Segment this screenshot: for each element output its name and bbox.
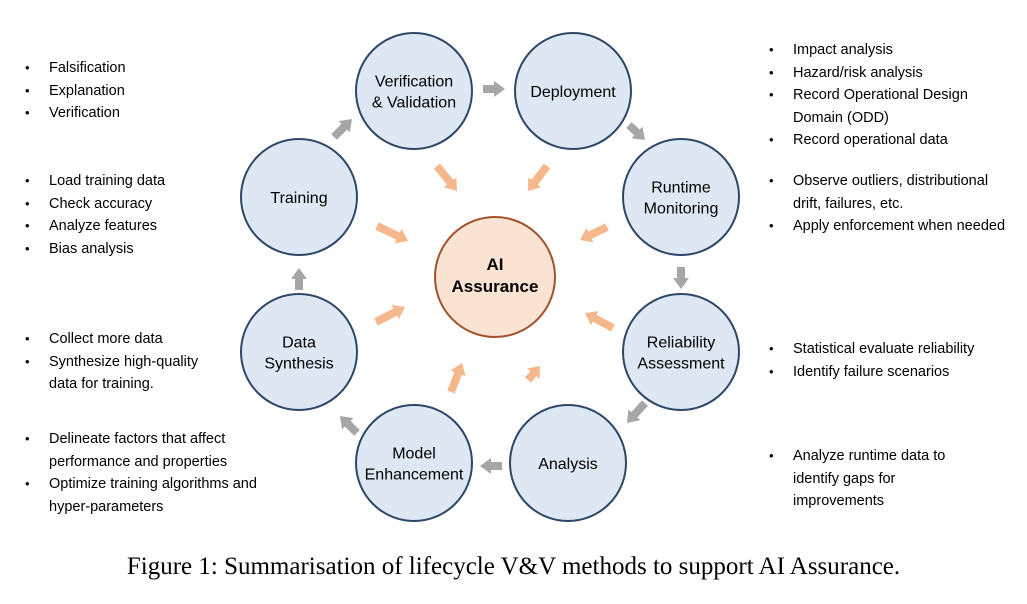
deployment-notes: Impact analysisHazard/risk analysisRecor… [769, 39, 994, 152]
node-verification-validation: Verification & Validation [355, 32, 473, 150]
node-label: Deployment [530, 84, 616, 101]
node-label: Model [392, 446, 436, 463]
cycle-arrow [480, 458, 502, 474]
assurance-arrow [375, 222, 408, 244]
assurance-arrow [447, 363, 466, 394]
note-item: Falsification [25, 57, 225, 80]
data-synthesis-notes: Collect more dataSynthesize high-quality… [25, 328, 230, 396]
node-label: Verification [375, 74, 453, 91]
node-label: Runtime [651, 180, 711, 197]
figure-caption: Figure 1: Summarisation of lifecycle V&V… [126, 553, 901, 580]
node-label: Enhancement [365, 467, 464, 484]
model-enhancement-notes: Delineate factors that affect performanc… [25, 428, 260, 518]
arrows-layer [291, 81, 689, 474]
cycle-arrow [331, 119, 352, 140]
node-label: Analysis [538, 456, 598, 473]
note-item: Analyze runtime data to identify gaps fo… [769, 445, 969, 513]
note-item: Record operational data [769, 129, 994, 152]
assurance-arrow [525, 366, 540, 383]
note-item: Explanation [25, 80, 225, 103]
node-circle [355, 404, 473, 522]
cycle-arrow [483, 81, 505, 97]
note-item: Optimize training algorithms and hyper-p… [25, 473, 260, 518]
note-item: Statistical evaluate reliability [769, 338, 1019, 361]
note-item: Analyze features [25, 215, 225, 238]
assurance-arrow [374, 304, 405, 326]
node-label: Reliability [647, 335, 715, 352]
note-item: Hazard/risk analysis [769, 62, 994, 85]
cycle-arrow [673, 267, 689, 289]
cycle-arrow [291, 268, 307, 290]
node-circle [355, 32, 473, 150]
assurance-arrow [585, 311, 615, 332]
assurance-arrow [528, 163, 551, 191]
note-item: Observe outliers, distributional drift, … [769, 170, 1014, 215]
node-label: Assessment [637, 356, 725, 373]
runtime-monitoring-notes: Observe outliers, distributional drift, … [769, 170, 1014, 238]
cycle-arrow [626, 122, 645, 140]
center-circle [434, 216, 556, 338]
note-item: Bias analysis [25, 238, 225, 261]
note-item: Record Operational Design Domain (ODD) [769, 84, 994, 129]
note-item: Verification [25, 102, 225, 125]
note-item: Synthesize high-quality data for trainin… [25, 351, 230, 396]
node-circle [514, 32, 632, 150]
verification-notes: FalsificationExplanationVerification [25, 57, 225, 125]
node-label: & Validation [372, 95, 456, 112]
assurance-arrow [433, 163, 457, 191]
note-item: Check accuracy [25, 193, 225, 216]
center-label-line1: AI [487, 255, 504, 274]
note-item: Apply enforcement when needed [769, 215, 1014, 238]
center-node: AI Assurance [434, 216, 556, 338]
note-item: Impact analysis [769, 39, 994, 62]
node-circle [240, 293, 358, 411]
node-circle [509, 404, 627, 522]
note-item: Load training data [25, 170, 225, 193]
note-item: Delineate factors that affect performanc… [25, 428, 260, 473]
analysis-notes: Analyze runtime data to identify gaps fo… [769, 445, 969, 513]
node-circle [622, 293, 740, 411]
node-circle [240, 138, 358, 256]
cycle-arrow [340, 416, 360, 436]
node-analysis: Analysis [509, 404, 627, 522]
node-label: Training [270, 190, 327, 207]
assurance-arrow [580, 223, 609, 243]
node-circle [622, 138, 740, 256]
note-item: Collect more data [25, 328, 230, 351]
node-label: Monitoring [644, 201, 719, 218]
cycle-arrow [627, 400, 648, 423]
center-label-line2: Assurance [452, 277, 539, 296]
training-notes: Load training dataCheck accuracyAnalyze … [25, 170, 225, 260]
reliability-assessment-notes: Statistical evaluate reliabilityIdentify… [769, 338, 1019, 383]
node-training: Training [240, 138, 358, 256]
nodes-layer: Verification & Validation DeploymentRuntim… [240, 32, 740, 522]
node-label: Data [282, 335, 316, 352]
note-item: Identify failure scenarios [769, 361, 1019, 384]
node-deployment: Deployment [514, 32, 632, 150]
node-label: Synthesis [264, 356, 333, 373]
